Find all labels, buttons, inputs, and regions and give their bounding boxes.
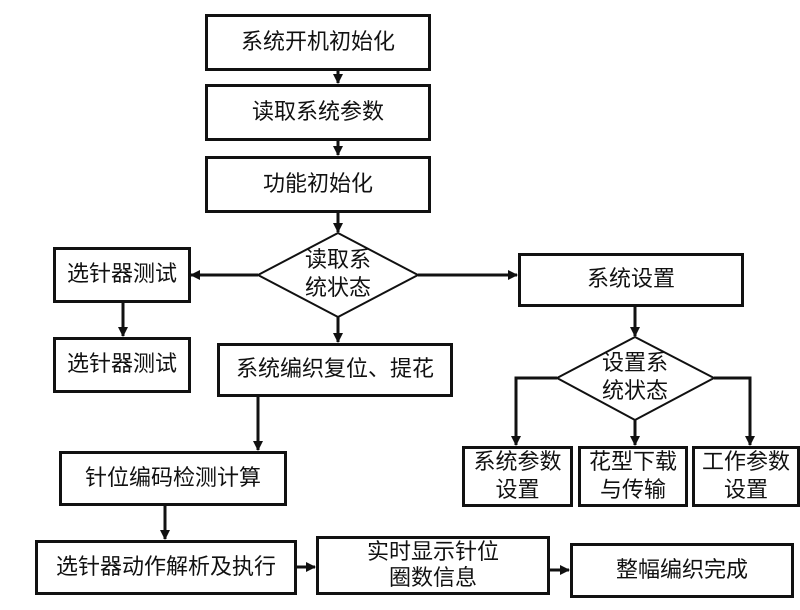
node-label: 读取系统参数 [251,99,384,125]
node-work-params-setting[interactable]: 工作参数 设置 [692,446,800,507]
decision-read-status-label: 读取系 统状态 [304,248,371,301]
node-knit-reset-jacquard[interactable]: 系统编织复位、提花 [217,343,453,397]
node-selector-test[interactable]: 选针器测试 [53,247,191,303]
node-system-boot-init[interactable]: 系统开机初始化 [205,14,431,71]
node-label: 系统设置 [586,267,675,292]
node-function-init[interactable]: 功能初始化 [205,156,431,213]
node-label: 针位编码检测计算 [84,465,261,491]
node-label: 实时显示针位 圈数信息 [366,539,499,591]
node-selector-test-2[interactable]: 选针器测试 [53,337,191,393]
node-pattern-download-transfer[interactable]: 花型下载 与传输 [578,446,688,507]
node-read-system-params[interactable]: 读取系统参数 [205,84,431,141]
node-label: 系统参数 设置 [473,449,562,503]
node-label: 选针器测试 [66,352,177,377]
node-label: 整幅编织完成 [615,557,748,583]
node-label: 系统开机初始化 [240,29,395,55]
node-label: 选针器动作解析及执行 [55,554,276,580]
node-system-settings[interactable]: 系统设置 [518,253,744,307]
node-label: 选针器测试 [66,262,177,287]
node-system-params-setting[interactable]: 系统参数 设置 [462,446,573,507]
node-needle-encode-calc[interactable]: 针位编码检测计算 [59,451,287,506]
edge-set-status-to-work-params [714,376,755,446]
edge-set-status-to-system-params [511,376,557,446]
decision-set-status-label: 设置系 统状态 [601,351,668,404]
node-full-knit-complete[interactable]: 整幅编织完成 [570,543,794,598]
node-label: 系统编织复位、提花 [235,357,434,382]
node-selector-action-exec[interactable]: 选针器动作解析及执行 [35,540,297,595]
node-label: 花型下载 与传输 [588,449,677,503]
node-label: 功能初始化 [262,171,373,197]
node-label: 工作参数 设置 [701,449,790,503]
node-realtime-display[interactable]: 实时显示针位 圈数信息 [316,536,550,595]
